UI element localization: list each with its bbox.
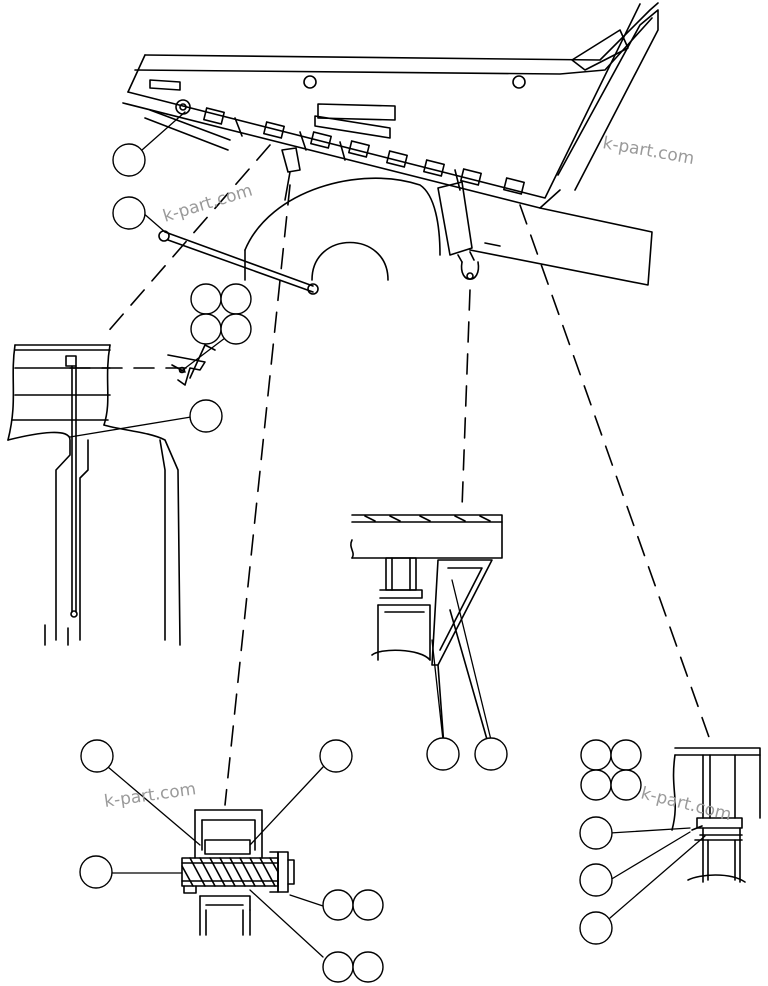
callout-balloon: [322, 889, 354, 921]
detail-rod-assembly: [7, 344, 216, 646]
watermarks: k-part.com k-part.com k-part.com k-part.…: [103, 133, 734, 825]
callout-balloon: [610, 769, 642, 801]
detail-frame-pad: [350, 514, 503, 761]
dump-body: [122, 2, 659, 286]
callout-balloon: [579, 863, 613, 897]
callout-balloon: [580, 739, 612, 771]
callout-balloons: [79, 143, 642, 983]
callout-balloon: [319, 739, 353, 773]
watermark-text: k-part.com: [639, 783, 734, 825]
callout-balloon: [80, 739, 114, 773]
hoist-cylinder: [437, 181, 480, 280]
callout-balloon: [352, 951, 384, 983]
watermark-text: k-part.com: [103, 779, 197, 812]
callout-balloon: [352, 889, 384, 921]
callout-balloon: [112, 143, 146, 177]
detail-leader-lines: [69, 144, 711, 806]
callout-balloon: [580, 769, 612, 801]
callout-balloon: [190, 313, 222, 345]
detail-frame-rest: [671, 747, 761, 883]
callout-balloon: [322, 951, 354, 983]
watermark-text: k-part.com: [161, 181, 255, 227]
detail-pin-section: [181, 809, 295, 936]
callout-balloon: [579, 816, 613, 850]
callout-balloon: [610, 739, 642, 771]
rear-tire: [244, 177, 441, 281]
callout-leader-lines: [69, 111, 706, 958]
callout-balloon: [579, 911, 613, 945]
watermark-text: k-part.com: [601, 133, 696, 169]
callout-balloon: [189, 399, 223, 433]
callout-balloon: [112, 196, 146, 230]
callout-balloon: [220, 283, 252, 315]
callout-balloon: [220, 313, 252, 345]
callout-balloon: [79, 855, 113, 889]
callout-balloon: [474, 737, 508, 771]
callout-balloon: [190, 283, 222, 315]
callout-balloon: [426, 737, 460, 771]
